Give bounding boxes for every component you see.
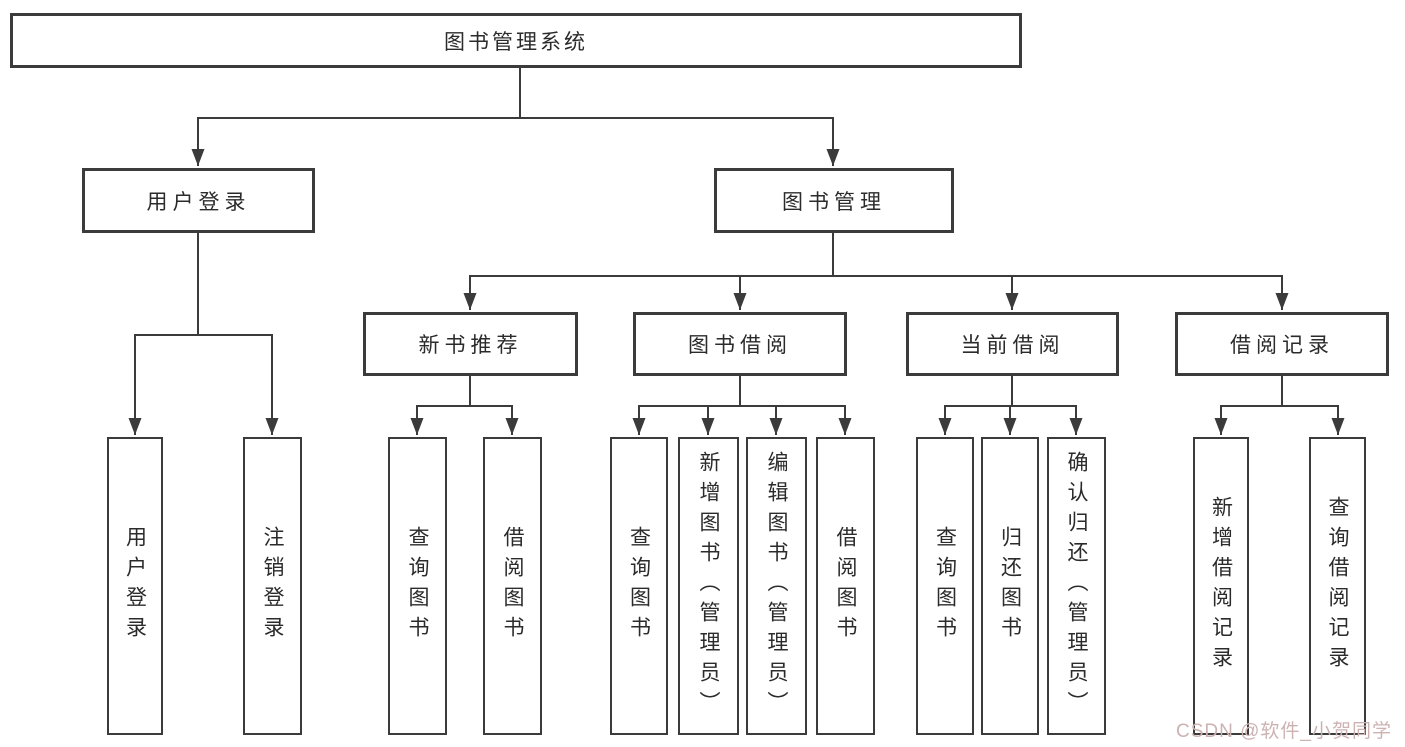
leaf-label: 借阅图书 — [501, 526, 524, 646]
connector-current-to-leaves — [938, 376, 1083, 435]
leaf-label: 查询图书 — [406, 526, 429, 646]
leaf-edit-books-admin: 编辑图书（管理员） — [746, 437, 807, 735]
leaf-borrow-books: 借阅图书 — [816, 437, 875, 735]
connector-login-to-leaves — [128, 233, 279, 435]
connector-records-to-leaves — [1214, 376, 1345, 435]
node-root-system: 图书管理系统 — [10, 13, 1022, 68]
leaf-borrow-books-recommend: 借阅图书 — [483, 437, 542, 735]
leaf-label: 确认归还（管理员） — [1065, 451, 1088, 721]
connector-newbooks-to-leaves — [410, 376, 519, 435]
node-book-management: 图书管理 — [714, 168, 954, 233]
trunk-line — [197, 68, 834, 119]
csdn-watermark: CSDN @软件_小贺同学 — [1176, 721, 1392, 742]
node-borrow-records: 借阅记录 — [1175, 312, 1389, 376]
node-current-borrow: 当前借阅 — [906, 312, 1119, 376]
leaf-label: 用户登录 — [123, 526, 147, 646]
leaf-query-books-current: 查询图书 — [916, 437, 974, 735]
trunk-line — [134, 233, 273, 336]
trunk-line — [469, 233, 1283, 277]
leaf-label: 借阅图书 — [834, 526, 857, 646]
leaf-label: 注销登录 — [261, 526, 284, 646]
leaf-query-books-borrow: 查询图书 — [610, 437, 668, 735]
trunk-line — [416, 376, 513, 407]
leaf-label: 查询借阅记录 — [1326, 496, 1349, 676]
leaf-label: 查询图书 — [627, 526, 651, 646]
leaf-label: 新增借阅记录 — [1209, 496, 1233, 676]
leaf-add-borrow-record: 新增借阅记录 — [1193, 437, 1249, 735]
leaf-confirm-return-admin: 确认归还（管理员） — [1047, 437, 1106, 735]
connector-borrow-to-leaves — [632, 376, 852, 435]
leaf-query-books-recommend: 查询图书 — [388, 437, 447, 735]
leaf-query-borrow-record: 查询借阅记录 — [1309, 437, 1366, 735]
leaf-label: 编辑图书（管理员） — [765, 451, 788, 721]
node-user-login: 用户登录 — [82, 168, 315, 233]
node-new-book-recommend: 新书推荐 — [363, 312, 578, 376]
node-book-borrow: 图书借阅 — [633, 312, 847, 376]
leaf-label: 查询图书 — [933, 526, 957, 646]
leaf-user-login: 用户登录 — [107, 437, 163, 735]
trunk-line — [638, 376, 846, 407]
connector-manage-to-level3 — [463, 233, 1289, 310]
connector-root-to-level2 — [191, 68, 840, 166]
trunk-line — [1220, 376, 1339, 407]
leaf-label: 归还图书 — [998, 526, 1022, 646]
leaf-label: 新增图书（管理员） — [697, 451, 720, 721]
trunk-line — [944, 376, 1077, 407]
leaf-add-books-admin: 新增图书（管理员） — [678, 437, 739, 735]
leaf-logout: 注销登录 — [243, 437, 302, 735]
leaf-return-books: 归还图书 — [981, 437, 1039, 735]
